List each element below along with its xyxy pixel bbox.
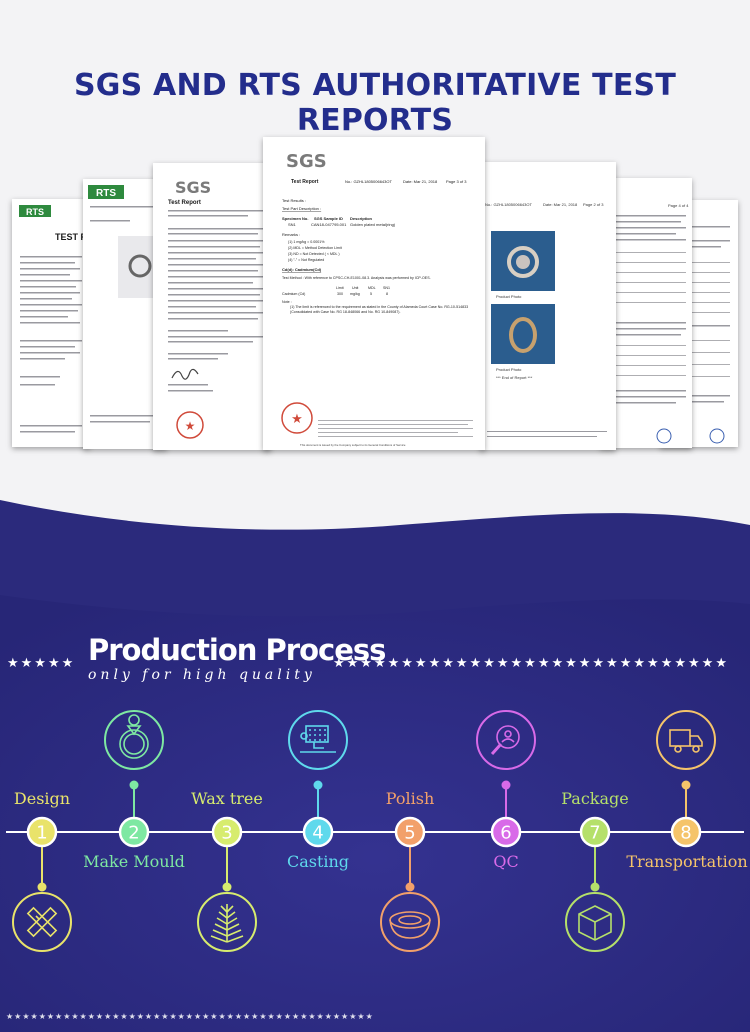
- rts-logo-2: [88, 185, 124, 199]
- center-id1: CAN18-047795.001: [311, 222, 347, 227]
- doc5-gem-1: [516, 255, 530, 269]
- center-note1: (1) The limit is referenced to the requi…: [290, 305, 469, 314]
- page-title: SGS AND RTS AUTHORITATIVE TEST REPORTS: [73, 68, 677, 138]
- center-note: Note :: [282, 300, 292, 304]
- doc3-signature: [171, 368, 199, 380]
- center-title: Test Report: [291, 179, 319, 185]
- center-r2: (2) MDL = Method Detection Limit: [288, 246, 342, 250]
- doc6-stamp: [656, 428, 672, 444]
- doc1-title: TEST R: [55, 232, 88, 242]
- doc5-ring-2: [509, 317, 537, 353]
- center-row-mdl: 5: [370, 292, 372, 296]
- doc3-lines: [168, 210, 263, 392]
- center-stamp-star: ★: [291, 412, 303, 427]
- center-r3: (3) ND = Not Detected ( < MDL ): [288, 252, 340, 256]
- center-sn1: SN1: [288, 222, 297, 227]
- center-row-val: 8: [386, 292, 388, 296]
- test-reports-collage: RTS TEST R RTS SGS Test Report ★: [12, 137, 738, 450]
- report-doc-center: [263, 137, 485, 450]
- center-no: No.: GZHL1805006643OT: [345, 179, 392, 184]
- center-spec-no: Specimen No.: [282, 216, 308, 221]
- center-cd: Cd(d): Cadmium(Cd): [282, 267, 322, 272]
- center-part: Test Part Description :: [282, 206, 321, 211]
- doc7-stamp: [709, 428, 725, 444]
- rts-logo-1-text: RTS: [26, 207, 44, 217]
- center-row-limit: 300: [337, 292, 343, 296]
- doc5-no: No.: GZHL1805006643OT: [485, 202, 532, 207]
- center-col-mdl: MDL: [368, 286, 376, 290]
- center-spec-id: SGS Sample ID: [314, 216, 343, 221]
- doc5-caption-2: Product Photo: [496, 367, 522, 372]
- rts-logo-1: [19, 205, 51, 217]
- center-row-name: Cadmium (Cd): [282, 292, 305, 296]
- doc5-date: Date: Mar 21, 2018: [543, 202, 578, 207]
- doc7-lines: [666, 226, 730, 403]
- doc5-caption-1: Product Photo: [496, 294, 522, 299]
- doc1-lines: [20, 256, 82, 433]
- center-row-unit: mg/kg: [350, 292, 360, 296]
- production-background: [0, 500, 750, 1032]
- doc5-page: Page 2 of 3: [583, 202, 604, 207]
- center-col-unit: Unit: [352, 286, 358, 290]
- center-note1-box: (1) The limit is referenced to the requi…: [290, 305, 469, 314]
- center-date: Date: Mar 21, 2018: [403, 179, 438, 184]
- center-r4: (4) "-" = Not Regulated: [288, 258, 324, 262]
- doc5-end: *** End of Report ***: [496, 375, 533, 380]
- doc6-lines: [606, 215, 686, 404]
- doc3-stamp-star: ★: [185, 419, 196, 433]
- center-page: Page 3 of 3: [446, 179, 467, 184]
- doc2-ring-icon: [128, 254, 152, 278]
- rts-logo-2-text: RTS: [96, 188, 116, 199]
- center-stamp: [281, 402, 313, 434]
- doc5-ring-1: [507, 246, 539, 278]
- center-footer-lines: [318, 420, 473, 437]
- center-desc: Description: [350, 216, 373, 221]
- sgs-logo-center: SGS: [286, 151, 327, 172]
- doc5-photo-2: [491, 304, 555, 364]
- doc2-lines: [90, 206, 160, 423]
- center-footer: This document is issued by the Company s…: [300, 443, 406, 447]
- doc3-stamp: [176, 411, 204, 439]
- doc3-title: Test Report: [168, 200, 201, 206]
- center-col-sn1: SN1: [383, 286, 390, 290]
- center-col-limit: Limit: [336, 286, 344, 290]
- center-remarks: Remarks :: [282, 232, 300, 237]
- center-r1: (1) 1 mg/kg = 0.0001%: [288, 240, 325, 244]
- center-method: Test Method : With reference to CPSC-CH-…: [282, 276, 431, 280]
- sgs-logo-3: SGS: [175, 178, 211, 197]
- doc6-page: Page 4 of 4: [668, 203, 689, 208]
- doc5-lines: [487, 431, 607, 437]
- center-desc1: Golden plated metal(ring): [350, 222, 396, 227]
- center-results: Test Results :: [282, 198, 306, 203]
